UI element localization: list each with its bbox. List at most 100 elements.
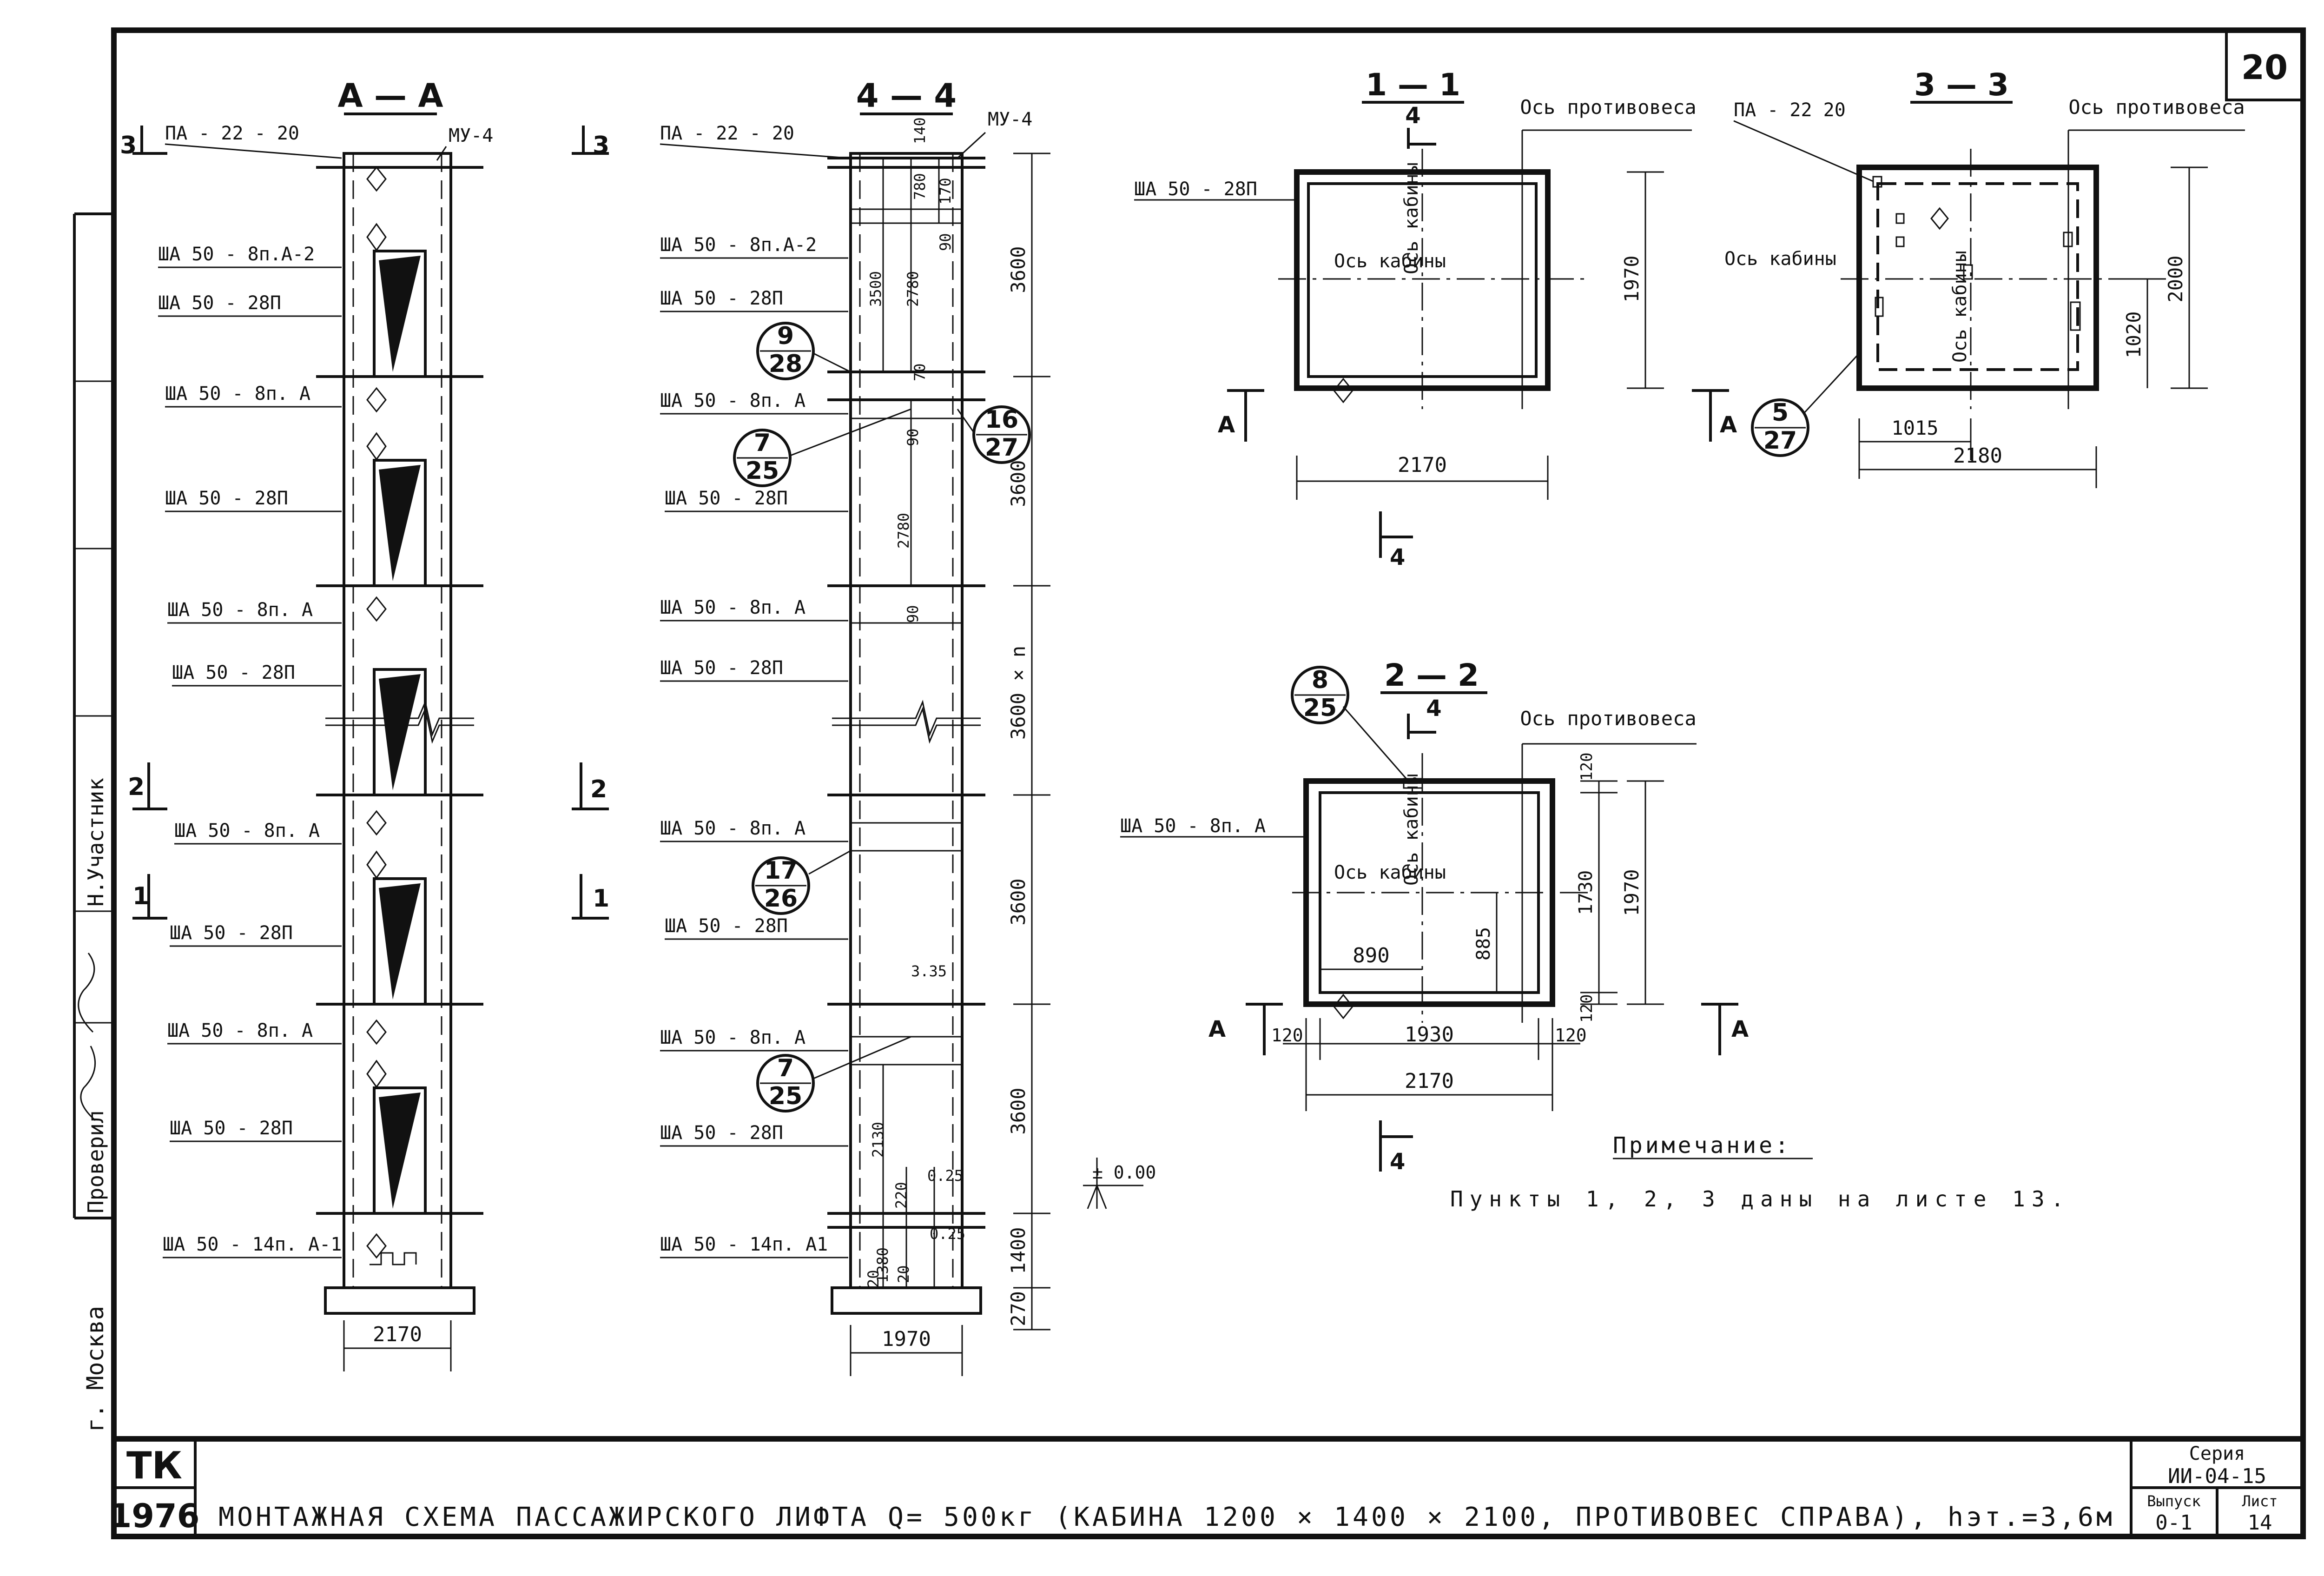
svg-text:28: 28: [769, 350, 802, 378]
dim: 1970: [1620, 869, 1643, 916]
dim: 20: [895, 1265, 912, 1283]
axis-label: Ось кабины: [1949, 251, 1971, 363]
section-11-title: 1 — 1: [1366, 67, 1460, 103]
dim: 3500: [867, 271, 885, 307]
break-line: [832, 707, 981, 744]
label: ША 50 - 14п. А1: [660, 1234, 828, 1255]
dim: 2780: [904, 271, 922, 307]
label: ША 50 - 28П: [170, 1118, 293, 1139]
label: ША 50 - 8п. А: [167, 599, 313, 621]
pit-base: [324, 1286, 475, 1315]
guide-bracket: [1403, 778, 1423, 789]
dim: 1970: [1620, 255, 1643, 302]
dim: 1015: [1891, 417, 1938, 439]
series-value: ИИ-04-15: [2168, 1464, 2266, 1488]
section-33-title: 3 — 3: [1914, 67, 2009, 103]
door-openings: [373, 250, 427, 1215]
label: ША 50 - 28П: [1134, 179, 1257, 200]
svg-text:17: 17: [764, 857, 798, 885]
break-line: [832, 700, 981, 737]
dim: 780: [911, 173, 929, 200]
dim: 120: [1578, 994, 1596, 1023]
label: ПА - 22 20: [1734, 99, 1846, 121]
break-line: [325, 707, 474, 744]
svg-text:27: 27: [985, 434, 1018, 462]
label: ША 50 - 8п. А: [165, 383, 310, 404]
callout: 9 28: [756, 322, 851, 380]
dim: 2180: [1953, 444, 2002, 468]
dim: 120: [1555, 1025, 1587, 1046]
svg-text:9: 9: [777, 322, 794, 350]
dim: 120: [1578, 753, 1596, 781]
cut-mark: А: [1720, 412, 1737, 438]
section-44: 4 — 4 140 780 17: [660, 77, 1156, 1376]
cut-mark: 2: [128, 773, 145, 801]
callout: 7 25: [756, 1036, 911, 1112]
break-line: [325, 700, 474, 737]
label-top: МУ-4: [988, 109, 1032, 130]
cut-mark: 4: [1390, 1149, 1405, 1175]
dim-width: 2170: [373, 1323, 422, 1346]
axis-label: Ось кабины: [1401, 774, 1422, 886]
dim: 1020: [2122, 311, 2145, 358]
label: ША 50 - 8п. А: [660, 597, 805, 618]
callout: 16 27: [957, 405, 1031, 464]
svg-text:25: 25: [1303, 694, 1337, 722]
cut-mark: А: [1208, 1016, 1226, 1042]
series-label: Серия: [2189, 1443, 2245, 1464]
section-33: 3 — 3 Ось противовеса Ось кабины Ось каб…: [1724, 67, 2245, 488]
dim: 2170: [1398, 453, 1447, 477]
level-mark: ± 0.00: [1083, 1158, 1156, 1209]
label: ША 50 - 8п. А: [660, 818, 805, 839]
shaft-outline: [849, 152, 964, 1289]
section-aa-title: А — А: [337, 77, 443, 115]
dim: 3600: [1007, 460, 1030, 507]
label: ША 50 - 28П: [172, 662, 295, 683]
cut-mark: 1: [132, 882, 149, 910]
pit-base: [831, 1286, 982, 1315]
label: ША 50 - 28П: [170, 922, 293, 944]
label: ША 50 - 8п. А: [174, 820, 320, 841]
svg-text:25: 25: [769, 1082, 802, 1110]
dim: 3600: [1007, 1087, 1030, 1134]
buffer-symbol: [370, 1252, 417, 1265]
section-22: 2 — 2 4 Ось противовеса Ось кабины Ось к…: [1120, 657, 1749, 1175]
axis-label: Ось кабины: [1724, 248, 1836, 270]
svg-text:16: 16: [985, 406, 1018, 434]
dim: 70: [911, 363, 929, 381]
section-ref: 4: [1426, 695, 1441, 722]
signature: [80, 1046, 96, 1121]
label: ША 50 - 28П: [660, 288, 783, 309]
svg-text:26: 26: [764, 885, 798, 913]
svg-text:5: 5: [1772, 399, 1789, 427]
dim: 2780: [895, 513, 912, 549]
cut-mark: А: [1218, 412, 1235, 438]
label: ША 50 - 8п.А-2: [158, 244, 315, 265]
cut-mark: 2: [590, 775, 607, 803]
label: ША 50 - 8п.А-2: [660, 234, 817, 256]
label: ША 50 - 8п. А: [1120, 815, 1266, 837]
svg-text:± 0.00: ± 0.00: [1092, 1162, 1156, 1183]
issue-value: 0-1: [2155, 1511, 2192, 1535]
cut-mark: 4: [1390, 544, 1405, 570]
dim: 2000: [2164, 255, 2187, 302]
label-top: ПА - 22 - 20: [165, 123, 299, 144]
label: ША 50 - 8п. А: [660, 1027, 805, 1048]
dim: 0.25: [927, 1167, 963, 1185]
axis-label: Ось кабины: [1401, 162, 1422, 274]
dim: 120: [1271, 1025, 1303, 1046]
dim: 90: [937, 233, 954, 251]
dim-width: 1970: [882, 1327, 931, 1351]
note-text: Пункты 1, 2, 3 даны на листе 13.: [1450, 1186, 2070, 1212]
dim: 1730: [1575, 870, 1597, 915]
dim: 170: [937, 178, 954, 205]
axis-label: Ось противовеса: [1520, 707, 1696, 730]
sheet-number-box: [2225, 29, 2304, 101]
dim: 0.25: [930, 1225, 965, 1243]
svg-text:7: 7: [754, 429, 771, 457]
label: ША 50 - 28П: [665, 915, 788, 937]
sheet-number: 20: [2241, 48, 2288, 87]
dim: 140: [911, 117, 929, 144]
callout: 8 25: [1291, 666, 1409, 781]
dim: 3600: [1007, 878, 1030, 925]
